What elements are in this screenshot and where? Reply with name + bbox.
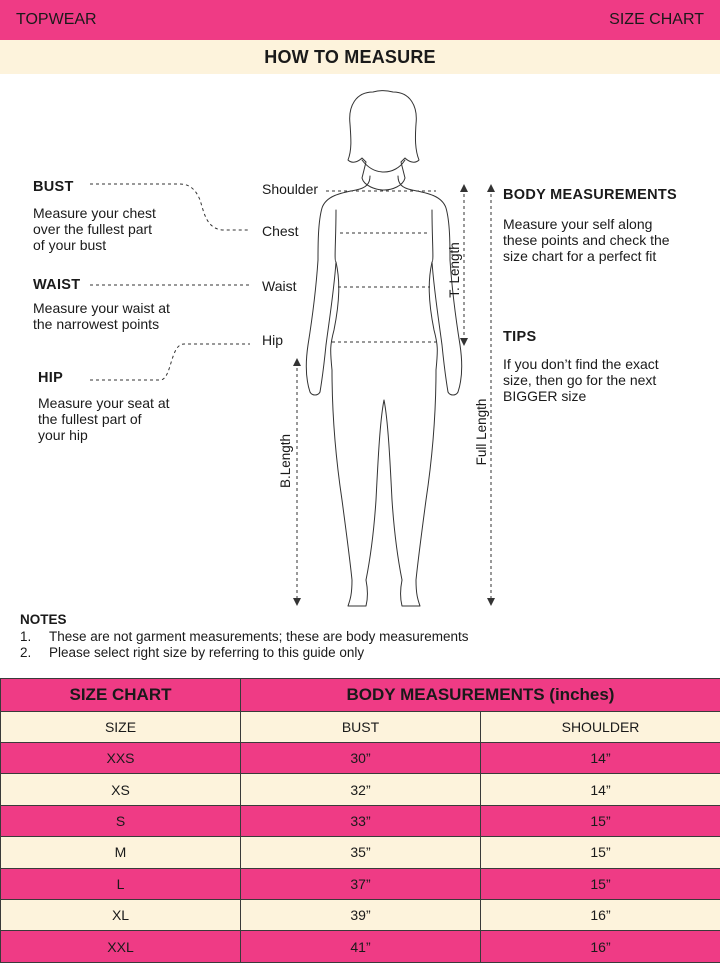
size-chart-heading: SIZE CHART bbox=[1, 679, 241, 712]
body-measurements-desc-line: Measure your self along bbox=[503, 216, 670, 232]
full-length-label: Full Length bbox=[474, 399, 489, 466]
table-row: L 37” 15” bbox=[1, 868, 720, 899]
waist-desc-line: Measure your waist at bbox=[33, 300, 170, 316]
tips-desc-line: size, then go for the next bbox=[503, 372, 659, 388]
size-cell: L bbox=[1, 868, 241, 899]
shoulder-cell: 16” bbox=[481, 899, 720, 930]
bust-cell: 35” bbox=[241, 837, 481, 868]
tips-title: TIPS bbox=[503, 329, 536, 345]
table-row: XS 32” 14” bbox=[1, 774, 720, 805]
bust-desc-line: over the fullest part bbox=[33, 221, 156, 237]
shoulder-cell: 15” bbox=[481, 837, 720, 868]
table-header-row: SIZE BUST SHOULDER bbox=[1, 712, 720, 743]
size-cell: M bbox=[1, 837, 241, 868]
note-number: 1. bbox=[20, 629, 49, 645]
note-text: Please select right size by referring to… bbox=[49, 645, 364, 661]
tips-desc-line: BIGGER size bbox=[503, 388, 659, 404]
note-item: 1. These are not garment measurements; t… bbox=[20, 629, 468, 645]
hip-label: Hip bbox=[262, 332, 283, 348]
shoulder-cell: 15” bbox=[481, 868, 720, 899]
size-cell: S bbox=[1, 805, 241, 836]
shoulder-cell: 14” bbox=[481, 774, 720, 805]
body-measurements-desc-line: size chart for a perfect fit bbox=[503, 248, 670, 264]
note-item: 2. Please select right size by referring… bbox=[20, 645, 468, 661]
b-length-label: B.Length bbox=[278, 434, 293, 488]
body-measurements-desc-line: these points and check the bbox=[503, 232, 670, 248]
shoulder-cell: 16” bbox=[481, 931, 720, 962]
size-chart-table: SIZE CHART BODY MEASUREMENTS (inches) SI… bbox=[0, 678, 720, 963]
size-cell: XS bbox=[1, 774, 241, 805]
t-length-label: T. Length bbox=[447, 242, 462, 298]
how-to-measure-title: HOW TO MEASURE bbox=[264, 47, 435, 68]
category-label: TOPWEAR bbox=[16, 11, 97, 29]
waist-title: WAIST bbox=[33, 277, 80, 293]
column-header-shoulder: SHOULDER bbox=[481, 712, 720, 743]
bust-description: Measure your chest over the fullest part… bbox=[33, 205, 156, 253]
table-row: M 35” 15” bbox=[1, 837, 720, 868]
notes-title: NOTES bbox=[20, 612, 468, 628]
table-row: XXL 41” 16” bbox=[1, 931, 720, 962]
body-figure-illustration: T. Length Full Length B.Length bbox=[0, 74, 720, 614]
bust-desc-line: of your bust bbox=[33, 237, 156, 253]
tips-desc-line: If you don’t find the exact bbox=[503, 356, 659, 372]
waist-label: Waist bbox=[262, 278, 296, 294]
hip-desc-line: your hip bbox=[38, 427, 170, 443]
hip-desc-line: Measure your seat at bbox=[38, 395, 170, 411]
table-row: S 33” 15” bbox=[1, 805, 720, 836]
size-cell: XXS bbox=[1, 743, 241, 774]
bust-cell: 33” bbox=[241, 805, 481, 836]
size-cell: XXL bbox=[1, 931, 241, 962]
bust-cell: 32” bbox=[241, 774, 481, 805]
waist-description: Measure your waist at the narrowest poin… bbox=[33, 300, 170, 332]
body-measurements-description: Measure your self along these points and… bbox=[503, 216, 670, 264]
note-text: These are not garment measurements; thes… bbox=[49, 629, 468, 645]
size-chart-label: SIZE CHART bbox=[609, 11, 704, 29]
size-cell: XL bbox=[1, 899, 241, 930]
bust-cell: 41” bbox=[241, 931, 481, 962]
top-bar: TOPWEAR SIZE CHART bbox=[0, 0, 720, 40]
bust-cell: 30” bbox=[241, 743, 481, 774]
column-header-size: SIZE bbox=[1, 712, 241, 743]
table-row: XL 39” 16” bbox=[1, 899, 720, 930]
shoulder-label: Shoulder bbox=[262, 181, 318, 197]
how-to-measure-banner: HOW TO MEASURE bbox=[0, 40, 720, 74]
hip-description: Measure your seat at the fullest part of… bbox=[38, 395, 170, 443]
shoulder-cell: 15” bbox=[481, 805, 720, 836]
chest-label: Chest bbox=[262, 223, 299, 239]
table-title-row: SIZE CHART BODY MEASUREMENTS (inches) bbox=[1, 679, 720, 712]
bust-cell: 37” bbox=[241, 868, 481, 899]
hip-title: HIP bbox=[38, 370, 63, 386]
notes-section: NOTES 1. These are not garment measureme… bbox=[20, 612, 468, 661]
body-measurements-title: BODY MEASUREMENTS bbox=[503, 187, 677, 203]
hip-desc-line: the fullest part of bbox=[38, 411, 170, 427]
table-row: XXS 30” 14” bbox=[1, 743, 720, 774]
shoulder-cell: 14” bbox=[481, 743, 720, 774]
tips-description: If you don’t find the exact size, then g… bbox=[503, 356, 659, 404]
bust-title: BUST bbox=[33, 179, 74, 195]
column-header-bust: BUST bbox=[241, 712, 481, 743]
bust-desc-line: Measure your chest bbox=[33, 205, 156, 221]
note-number: 2. bbox=[20, 645, 49, 661]
body-measurements-heading: BODY MEASUREMENTS (inches) bbox=[241, 679, 720, 712]
bust-cell: 39” bbox=[241, 899, 481, 930]
waist-desc-line: the narrowest points bbox=[33, 316, 170, 332]
